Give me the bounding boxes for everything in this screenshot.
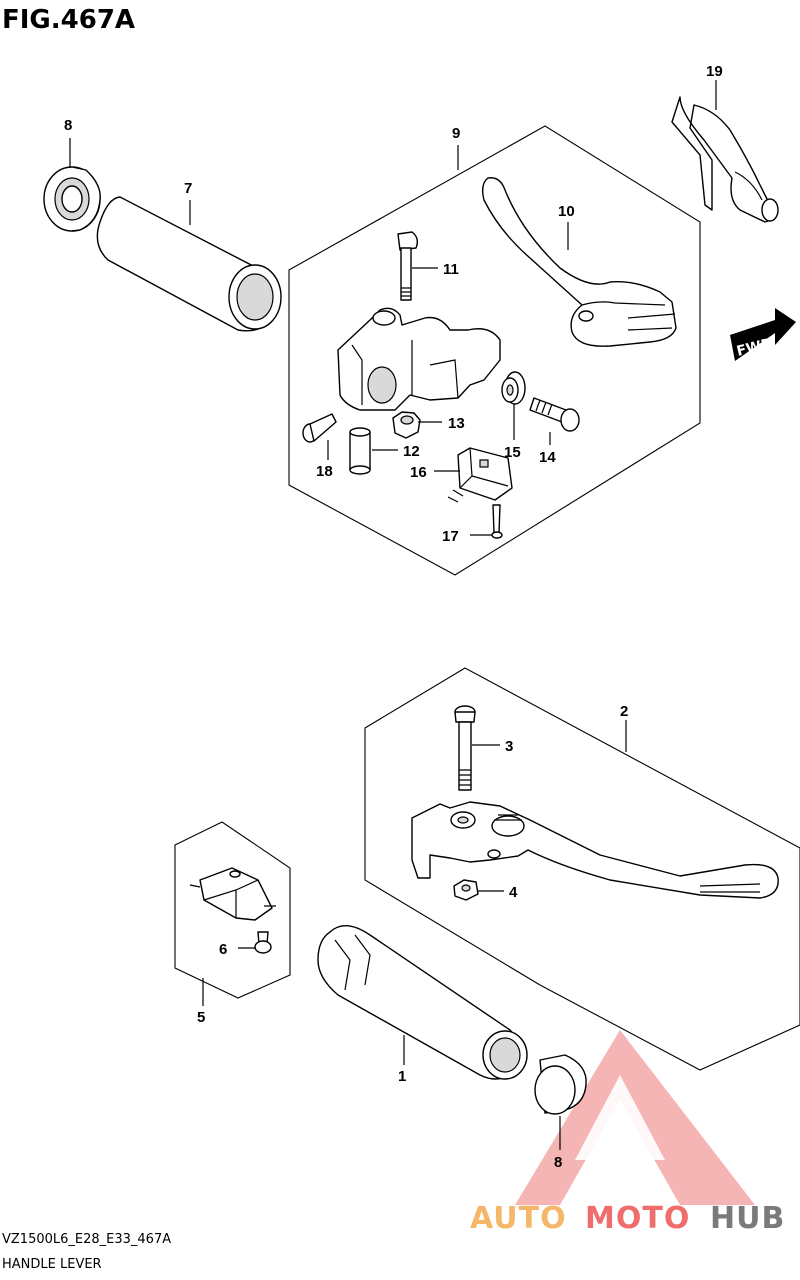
- part-8-ring-bottom: [534, 1054, 587, 1115]
- part-4-nut: [453, 879, 479, 901]
- callout-7: 7: [184, 180, 192, 197]
- section-name: HANDLE LEVER: [2, 1257, 102, 1272]
- part-2-brake-lever: [411, 801, 779, 899]
- watermark-hub: HUB: [710, 1201, 785, 1236]
- callout-2: 2: [620, 703, 628, 720]
- callout-18: 18: [316, 463, 333, 480]
- leader-lines: [69, 80, 717, 1150]
- callout-9: 9: [452, 125, 460, 142]
- callout-19: 19: [706, 63, 723, 80]
- part-18-screw: [302, 413, 337, 443]
- watermark-moto: MOTO: [585, 1201, 690, 1236]
- watermark-text: AUTO MOTO HUB: [470, 1201, 785, 1236]
- callout-15: 15: [504, 444, 521, 461]
- callout-12: 12: [403, 443, 420, 460]
- callout-14: 14: [539, 449, 556, 466]
- part-11-bolt: [397, 231, 419, 301]
- watermark-logo: [515, 1030, 755, 1205]
- callout-16: 16: [410, 464, 427, 481]
- part-3-bolt: [454, 705, 476, 791]
- callout-17: 17: [442, 528, 459, 545]
- callout-10: 10: [558, 203, 575, 220]
- part-9-bracket: [337, 307, 501, 411]
- model-code: VZ1500L6_E28_E33_467A: [2, 1232, 171, 1247]
- part-5-switch: [189, 867, 276, 921]
- callout-13: 13: [448, 415, 465, 432]
- callout-3: 3: [505, 738, 513, 755]
- watermark-auto: AUTO: [470, 1201, 567, 1236]
- part-14-adjuster: [529, 397, 580, 432]
- part-15-locknut: [501, 371, 526, 405]
- assembly-box-5: [174, 821, 291, 999]
- fwd-direction-arrow: FWD: [730, 308, 796, 361]
- callout-1: 1: [398, 1068, 406, 1085]
- callout-6: 6: [219, 941, 227, 958]
- part-7-grip: [96, 196, 282, 332]
- part-17-screw: [491, 504, 503, 539]
- figure-title: FIG.467A: [2, 5, 135, 35]
- part-13-nut: [392, 411, 421, 439]
- callout-11: 11: [443, 261, 459, 278]
- part-19-boot: [671, 96, 779, 223]
- part-16-switch: [447, 447, 513, 503]
- part-12-collar: [349, 427, 371, 475]
- part-8-ring-top: [43, 166, 101, 232]
- callout-5: 5: [197, 1009, 205, 1026]
- callout-4: 4: [509, 884, 518, 901]
- part-6-screw: [254, 931, 272, 954]
- assembly-box-2: [364, 667, 800, 1071]
- callout-8-bottom: 8: [554, 1154, 562, 1171]
- part-10-lever: [481, 177, 677, 347]
- callout-8-top: 8: [64, 117, 72, 134]
- part-1-throttle-grip: [317, 925, 528, 1080]
- assembly-box-9: [288, 125, 701, 576]
